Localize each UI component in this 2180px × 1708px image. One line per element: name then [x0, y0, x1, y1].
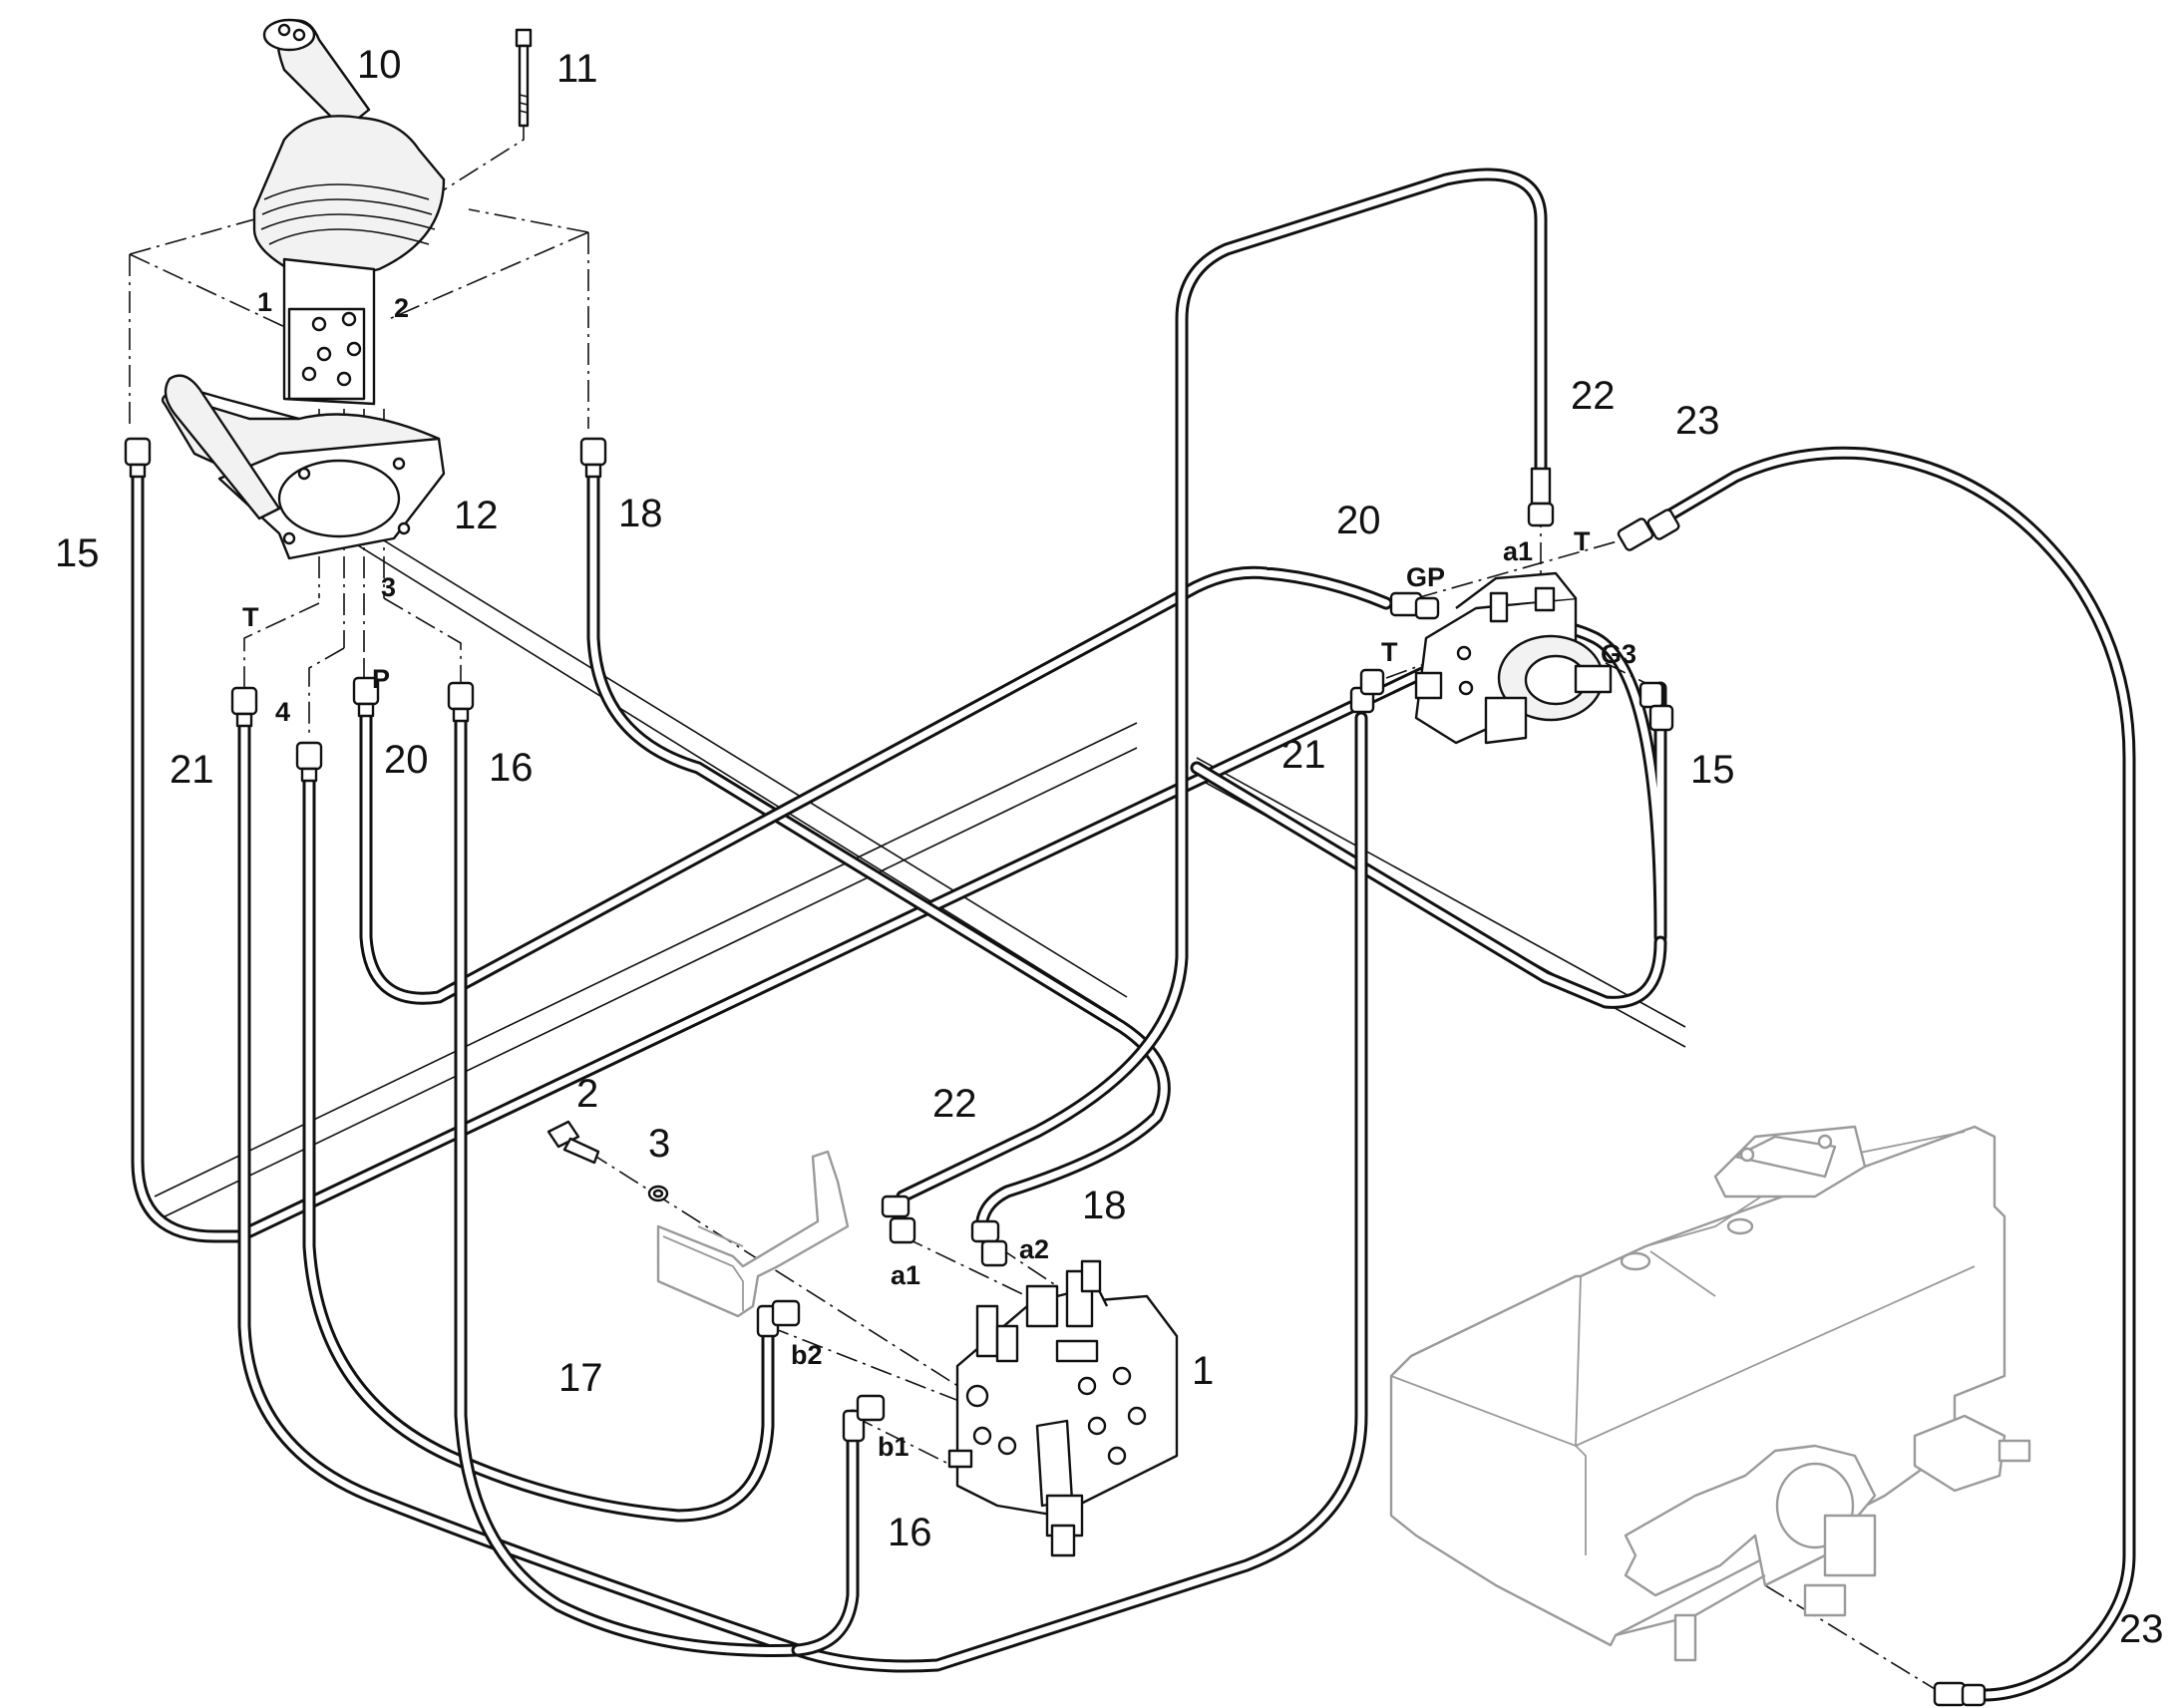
port-4-joystick: 4: [275, 697, 290, 727]
callout-16-bottom: 16: [888, 1511, 932, 1554]
port-g3: G3: [1601, 639, 1636, 669]
port-b2-valve: b2: [791, 1340, 823, 1370]
callout-12: 12: [454, 494, 499, 537]
callout-23-top: 23: [1675, 399, 1720, 443]
washer-3: [647, 1185, 669, 1202]
callout-15-right: 15: [1690, 748, 1735, 792]
port-2-joystick: 2: [394, 293, 409, 323]
callout-21-left: 21: [170, 748, 214, 792]
mounting-bracket: [656, 1150, 850, 1318]
callout-10: 10: [357, 43, 402, 87]
callout-23-bottom: 23: [2119, 1607, 2164, 1651]
callout-3: 3: [648, 1122, 670, 1166]
port-t-upper-left: T: [1381, 637, 1398, 667]
callout-15-left: 15: [55, 531, 100, 575]
callout-21-right: 21: [1281, 733, 1326, 777]
hose-16: [454, 711, 860, 1657]
hydraulic-tank: [1389, 1125, 2031, 1662]
port-a1-upper: a1: [1503, 536, 1533, 566]
hose-22: [896, 168, 1548, 1203]
port-t-joystick: T: [242, 602, 259, 632]
main-control-valve-1: [947, 1259, 1179, 1557]
upper-valve-block: [1414, 571, 1613, 745]
callout-18-left: 18: [618, 492, 663, 535]
port-p-joystick: P: [372, 664, 390, 694]
port-gp: GP: [1406, 562, 1445, 592]
port-t-upper: T: [1574, 526, 1591, 556]
callout-18-bottom: 18: [1082, 1184, 1127, 1227]
mounting-plate-12: [161, 374, 446, 560]
hose-23: [1648, 446, 2136, 1702]
callout-20-left: 20: [384, 738, 429, 782]
joystick-assembly: [252, 18, 446, 406]
fittings: [124, 437, 1987, 1707]
bolt-2: [546, 1120, 600, 1165]
port-b1-valve: b1: [878, 1432, 909, 1462]
callout-22-top: 22: [1571, 374, 1616, 418]
callout-11: 11: [556, 47, 598, 91]
hose-group: [131, 168, 2136, 1702]
port-labels: 1 2 3 4 T P a1 T GP T G3 a1 a2 b2 b1: [242, 287, 1636, 1462]
callout-labels: 10 11 12 15 18 21 20 16 22 23 20 21 15 2…: [55, 43, 2164, 1651]
callout-20-right: 20: [1336, 499, 1381, 542]
hose-17: [302, 771, 775, 1523]
hose-18: [586, 472, 1171, 1243]
callout-1: 1: [1192, 1349, 1214, 1393]
port-a2-valve: a2: [1019, 1234, 1049, 1264]
port-a1-valve: a1: [891, 1260, 920, 1290]
port-3-joystick: 3: [381, 572, 396, 602]
hose-20: [359, 565, 1393, 1005]
callout-22-bottom: 22: [932, 1082, 977, 1126]
bolt-11: [515, 28, 533, 128]
port-1-joystick: 1: [257, 287, 272, 317]
callout-17: 17: [558, 1356, 603, 1400]
callout-2: 2: [576, 1072, 598, 1116]
hose-21: [237, 711, 1368, 1673]
callout-16-left: 16: [489, 746, 534, 790]
